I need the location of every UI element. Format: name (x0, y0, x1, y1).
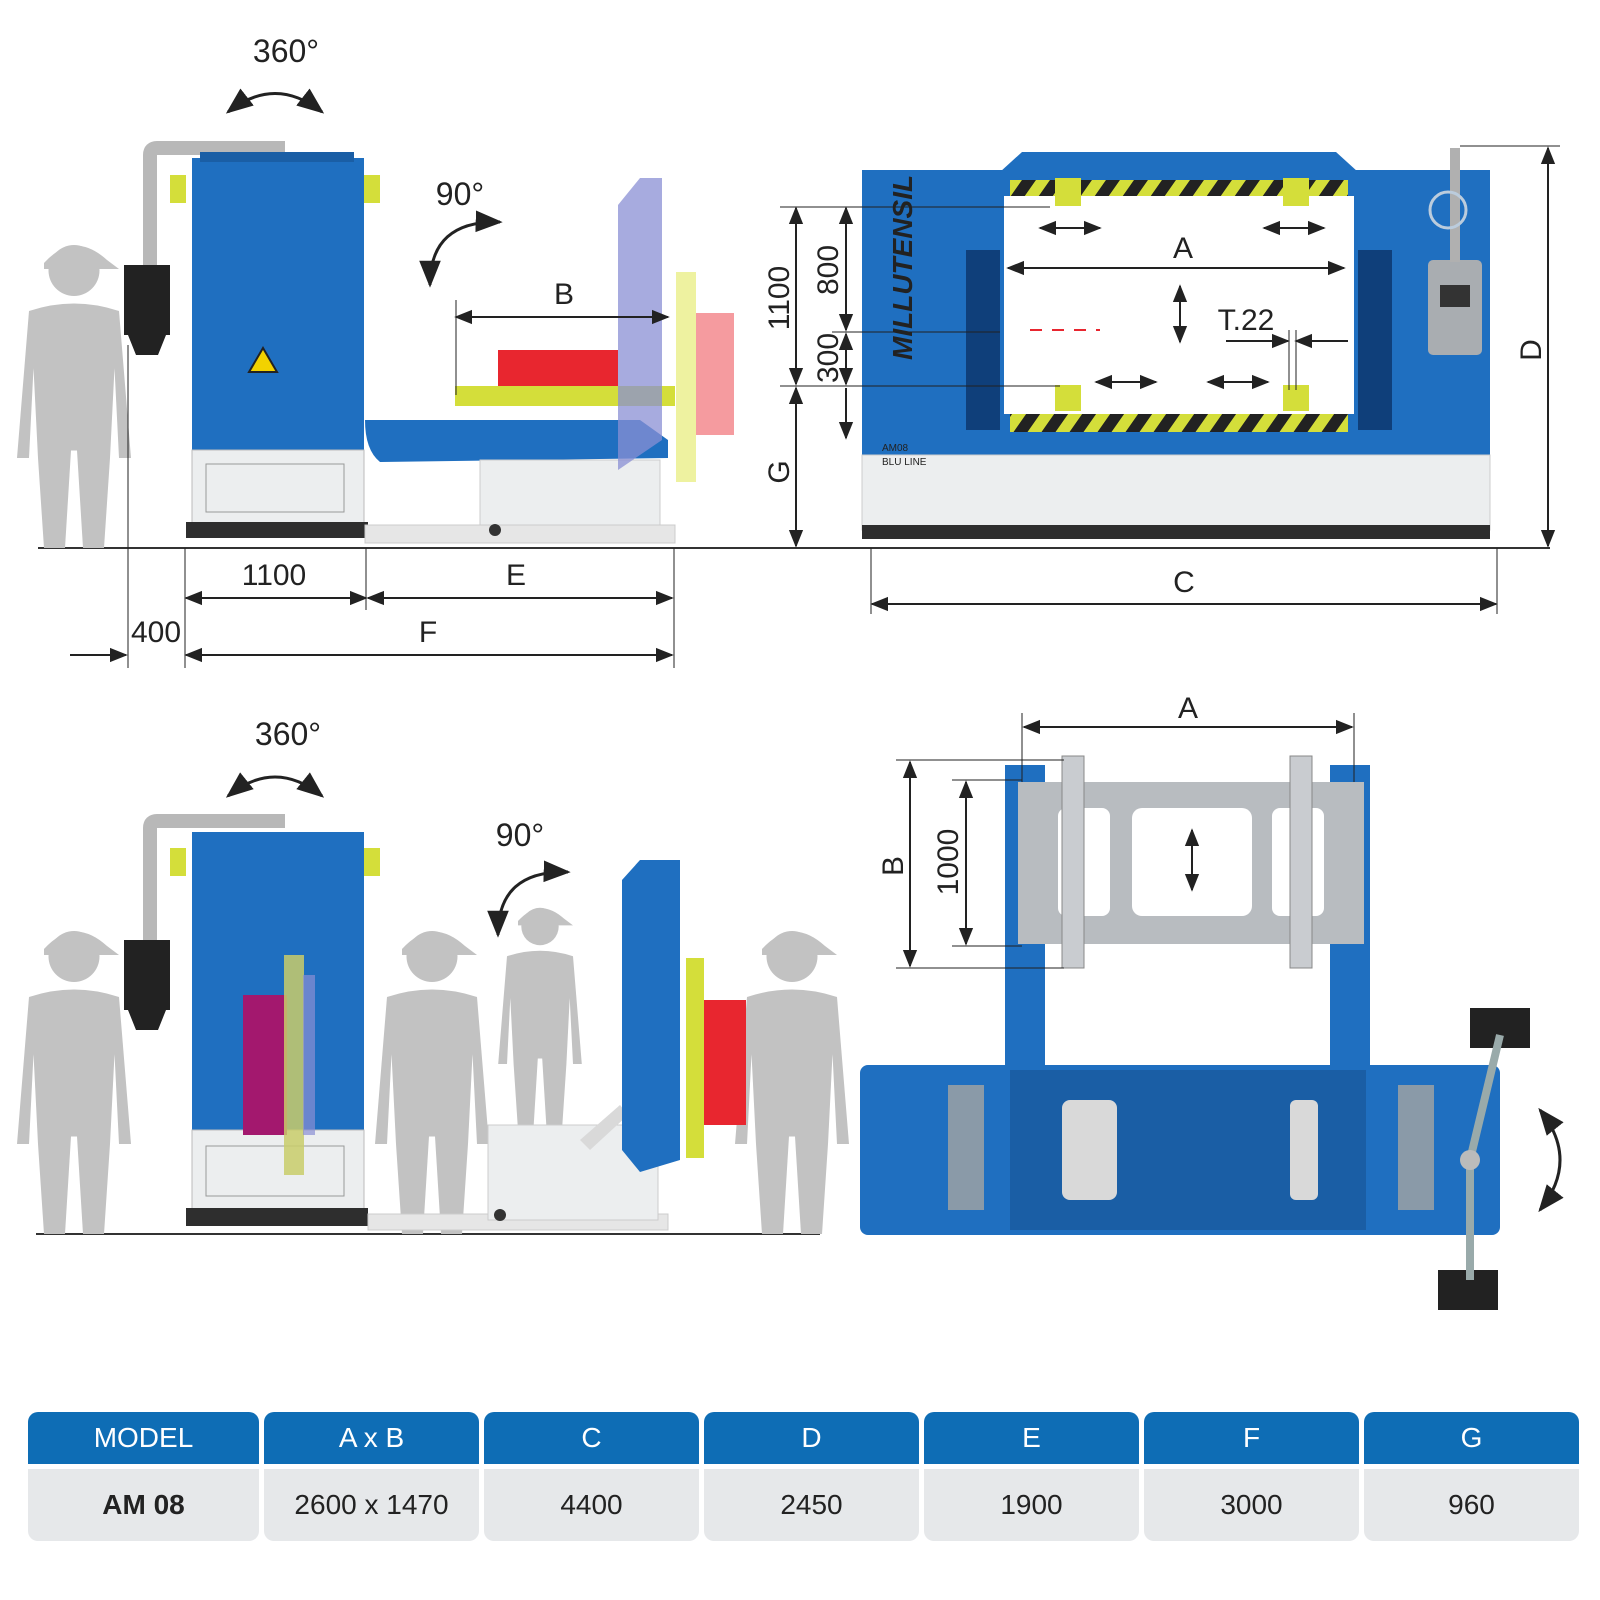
header-g: G (1364, 1412, 1579, 1464)
control-panel (1428, 260, 1482, 355)
dim-label-a-plan: A (1178, 692, 1198, 725)
header-a-x-b: A x B (264, 1412, 479, 1464)
hazard-stripe-top (1010, 180, 1348, 200)
cell-e: 1900 (924, 1469, 1139, 1541)
dim-label-d: D (1515, 339, 1548, 361)
tilted-platen (622, 860, 680, 1172)
dim-label-800-v: 800 (812, 245, 845, 295)
dim-label-a-front: A (1173, 232, 1193, 265)
electrical-hazard-icon (247, 346, 279, 373)
rotation-90-label-bottom: 90° (496, 817, 544, 853)
dim-label-300-v: 300 (812, 333, 845, 383)
curved-double-arrow-icon (225, 772, 325, 798)
mould-magenta (243, 995, 287, 1135)
side-view-top: 360° 90° B 1100 E 400 F (17, 33, 1550, 668)
cell-a-x-b: 2600 x 1470 (264, 1469, 479, 1541)
curved-double-arrow-icon (1538, 1107, 1564, 1213)
header-c: C (484, 1412, 699, 1464)
brand-name: MILLUTENSIL (887, 175, 918, 360)
curved-double-arrow-icon (419, 210, 503, 288)
dim-label-c: C (1173, 566, 1195, 599)
tilted-platen-ghost (618, 178, 662, 470)
plan-view: A B 1000 (860, 692, 1564, 1310)
worker-silhouette-icon (17, 931, 131, 1234)
header-d: D (704, 1412, 919, 1464)
line-badge: BLU LINE (882, 457, 927, 468)
cell-f: 3000 (1144, 1469, 1359, 1541)
worker-silhouette-icon (17, 245, 131, 548)
cell-d: 2450 (704, 1469, 919, 1541)
rotation-360-label: 360° (253, 33, 319, 69)
dim-label-b-side: B (554, 278, 574, 311)
exhaust-hood (124, 265, 170, 335)
mould-red (498, 350, 618, 386)
front-view: MILLUTENSIL AM08 BLU LINE A T.22 1100 80… (763, 145, 1560, 614)
spec-table: MODEL A x B C D E F G AM 08 2600 x 1470 … (28, 1412, 1579, 1541)
press-base (861, 454, 1491, 531)
header-f: F (1144, 1412, 1359, 1464)
cell-c: 4400 (484, 1469, 699, 1541)
dim-label-f: F (419, 616, 437, 649)
dim-label-g: G (763, 460, 796, 483)
dim-label-400: 400 (131, 616, 181, 649)
worker-silhouette-icon (375, 931, 489, 1234)
brand-logo (1428, 190, 1468, 230)
side-view-bottom: 360° 90° (17, 716, 849, 1235)
tilting-arm (365, 420, 668, 462)
header-e: E (924, 1412, 1139, 1464)
worker-silhouette-icon (735, 931, 849, 1234)
rotation-90-label: 90° (436, 176, 484, 212)
exhaust-duct (143, 141, 285, 265)
curved-double-arrow-icon (225, 88, 325, 114)
dim-label-b-plan: B (877, 856, 910, 876)
curved-double-arrow-icon (487, 860, 571, 938)
model-badge: AM08 (882, 443, 909, 454)
cell-g: 960 (1364, 1469, 1579, 1541)
header-model: MODEL (28, 1412, 259, 1464)
rotation-360-label-bottom: 360° (255, 716, 321, 752)
dim-label-t22: T.22 (1218, 304, 1275, 337)
dim-label-1100-v: 1100 (763, 266, 796, 331)
hazard-stripe-bottom (1010, 410, 1348, 432)
cabinet-body (192, 158, 364, 458)
worker-silhouette-icon (498, 907, 582, 1130)
dim-label-e: E (506, 559, 526, 592)
dim-label-1100: 1100 (242, 559, 307, 592)
dim-label-1000-plan: 1000 (932, 829, 965, 896)
cabinet-base (191, 449, 365, 526)
cell-model: AM 08 (28, 1469, 259, 1541)
technical-drawing: 360° 90° B 1100 E 400 F MILLUTENSIL AM08… (17, 33, 1564, 1310)
